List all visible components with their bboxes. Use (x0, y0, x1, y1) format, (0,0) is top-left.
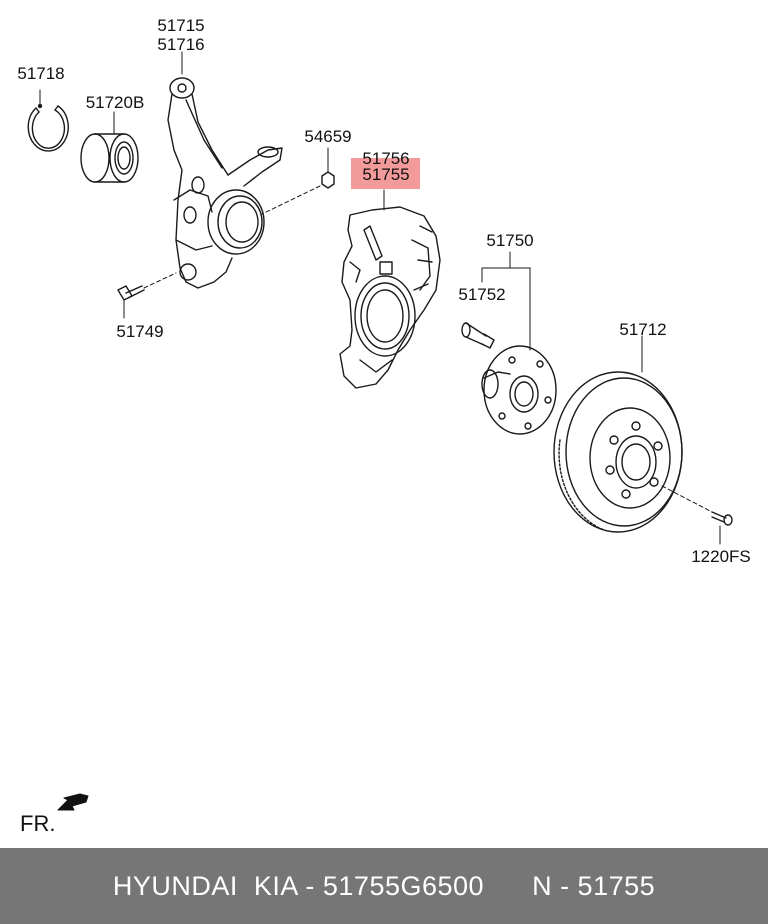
wheel-hub-51750 (481, 251, 557, 435)
label-51712: 51712 (619, 320, 667, 339)
highlight-box-51755 (351, 158, 420, 189)
snap-ring-51718 (27, 89, 69, 152)
label-51720b: 51720B (85, 93, 145, 112)
dust-cover-51755 (339, 189, 441, 389)
steering-knuckle-51715 (167, 51, 283, 289)
label-51749: 51749 (116, 322, 164, 341)
nut-54659 (261, 147, 335, 215)
label-54659: 54659 (304, 127, 352, 146)
footer-part-number: HYUNDAI KIA - 51755G6500 (112, 870, 485, 901)
footer-bar: HYUNDAI KIA - 51755G6500 N - 51755 (0, 848, 768, 924)
label-51715: 51715 (157, 16, 205, 35)
front-arrow-icon (57, 793, 89, 811)
label-51718: 51718 (17, 64, 65, 83)
bolt-51749 (117, 272, 177, 319)
screw-1220fs (661, 485, 733, 545)
front-direction-label: FR. (20, 811, 56, 836)
label-1220fs: 1220FS (691, 547, 751, 566)
wheel-stud-51752 (461, 322, 495, 349)
label-51752: 51752 (458, 285, 506, 304)
brake-disc-51712 (553, 335, 683, 533)
wheel-bearing-51720b (80, 111, 139, 183)
exploded-parts-diagram (27, 51, 733, 811)
label-51716: 51716 (157, 35, 205, 54)
label-51755: 51755 (362, 165, 410, 184)
footer-reference: N - 51755 (532, 870, 656, 901)
label-51756: 51756 (362, 149, 410, 168)
label-51750: 51750 (486, 231, 534, 250)
